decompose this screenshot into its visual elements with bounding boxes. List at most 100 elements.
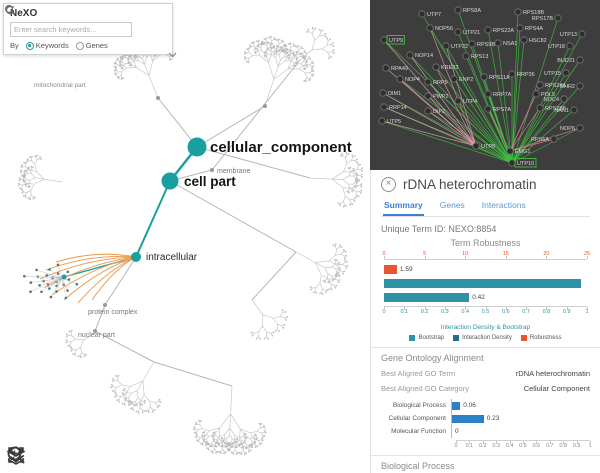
tree-term-node[interactable] xyxy=(61,274,67,280)
tree-junction-node[interactable] xyxy=(156,96,160,100)
network-node[interactable] xyxy=(472,142,480,150)
cluster-node[interactable] xyxy=(38,284,41,287)
network-node-label[interactable]: PWP2 xyxy=(433,94,449,100)
network-node-label[interactable]: UTP18 xyxy=(548,44,565,50)
network-node-label[interactable]: UTP13 xyxy=(560,32,577,38)
network-node-label[interactable]: RRP9 xyxy=(433,80,448,86)
network-node-label[interactable]: RPS22A xyxy=(493,28,514,34)
network-node-label[interactable]: RRP7A xyxy=(493,92,512,98)
cluster-node[interactable] xyxy=(67,278,71,281)
tree-term-label[interactable]: membrane xyxy=(217,168,251,175)
cluster-node[interactable] xyxy=(64,296,68,300)
tree-term-label[interactable]: nuclear part xyxy=(78,332,115,339)
tree-junction-node[interactable] xyxy=(263,104,267,108)
network-node[interactable] xyxy=(514,8,522,16)
network-node-label[interactable]: RPA49 xyxy=(391,66,408,72)
tree-junction-node[interactable] xyxy=(210,168,214,172)
tab-interactions[interactable]: Interactions xyxy=(481,200,526,210)
tree-term-label[interactable]: mitochondrial part xyxy=(34,82,86,89)
network-node[interactable] xyxy=(578,30,586,38)
network-node[interactable] xyxy=(468,40,476,48)
tree-term-node[interactable] xyxy=(187,137,207,157)
network-node[interactable] xyxy=(380,36,388,44)
network-node-label[interactable]: RPS6A xyxy=(531,137,549,143)
zoom-out-button[interactable] xyxy=(7,445,60,467)
network-node-label[interactable]: RRP36 xyxy=(517,72,535,78)
network-node[interactable] xyxy=(480,73,488,81)
network-node-label[interactable]: KRE33 xyxy=(441,65,458,71)
network-node-label[interactable]: DIM1 xyxy=(388,91,401,97)
network-node[interactable] xyxy=(562,69,570,77)
network-node[interactable] xyxy=(484,105,492,113)
network-node[interactable] xyxy=(442,42,450,50)
tab-genes[interactable]: Genes xyxy=(439,200,465,210)
cluster-node[interactable] xyxy=(23,274,26,278)
network-node-label[interactable]: NOP56 xyxy=(435,26,453,32)
tree-junction-node[interactable] xyxy=(93,329,97,333)
network-node[interactable] xyxy=(536,81,544,89)
reset-search-icon[interactable] xyxy=(5,5,166,37)
network-node-label[interactable]: RPS9B xyxy=(477,42,495,48)
network-node-label[interactable]: BUD21 xyxy=(557,58,575,64)
cluster-node[interactable] xyxy=(56,263,60,267)
network-node-label[interactable]: UTP4 xyxy=(463,99,477,105)
network-node[interactable] xyxy=(560,95,568,103)
network-node-label[interactable]: RPS28B xyxy=(545,106,566,112)
network-node-label[interactable]: UTP7 xyxy=(427,12,441,18)
network-node-label[interactable]: RPS13 xyxy=(471,54,488,60)
network-node[interactable] xyxy=(454,6,462,14)
radio-genes-circle[interactable] xyxy=(75,41,84,50)
network-node[interactable] xyxy=(379,89,387,97)
network-node-label[interactable]: NOP14 xyxy=(415,53,433,59)
network-node-label[interactable]: HSC82 xyxy=(529,38,547,44)
cluster-node[interactable] xyxy=(47,287,51,290)
network-node[interactable] xyxy=(454,97,462,105)
network-node[interactable] xyxy=(382,64,390,72)
network-node-label[interactable]: RPS18B xyxy=(523,10,544,16)
network-node-label[interactable]: POL5 xyxy=(541,92,555,98)
network-node[interactable] xyxy=(576,124,584,132)
network-node-label[interactable]: UTP8 xyxy=(481,144,495,150)
network-node-label[interactable]: NOP4 xyxy=(405,77,420,83)
network-node[interactable] xyxy=(396,75,404,83)
network-node[interactable] xyxy=(506,147,514,155)
network-node-label[interactable]: ENP2 xyxy=(459,77,473,83)
network-node[interactable] xyxy=(484,26,492,34)
network-node-label[interactable]: RPS4A xyxy=(525,26,543,32)
network-node[interactable] xyxy=(536,104,544,112)
network-node[interactable] xyxy=(454,28,462,36)
close-icon[interactable]: × xyxy=(381,177,396,192)
tree-term-node[interactable] xyxy=(161,172,179,190)
tree-term-node[interactable] xyxy=(131,252,141,262)
network-node-label[interactable]: UTP21 xyxy=(463,30,480,36)
fit-to-screen-button[interactable] xyxy=(8,445,92,467)
network-node[interactable] xyxy=(516,24,524,32)
network-node[interactable] xyxy=(576,56,584,64)
network-node[interactable] xyxy=(426,24,434,32)
tree-term-label[interactable]: cell part xyxy=(184,174,236,189)
network-node[interactable] xyxy=(418,10,426,18)
tree-term-label[interactable]: intracellular xyxy=(146,252,198,263)
network-node-label[interactable]: NOP6 xyxy=(560,126,575,132)
cluster-node[interactable] xyxy=(29,290,32,294)
network-node[interactable] xyxy=(450,75,458,83)
cluster-node[interactable] xyxy=(45,274,49,277)
tree-term-label[interactable]: cellular_component xyxy=(210,139,352,156)
network-node[interactable] xyxy=(576,82,584,90)
tree-term-label[interactable]: protein complex xyxy=(88,309,138,316)
tab-summary[interactable]: Summary xyxy=(383,197,424,216)
network-node[interactable] xyxy=(554,14,562,22)
radio-genes[interactable]: Genes xyxy=(75,41,108,50)
network-node[interactable] xyxy=(378,117,386,125)
cluster-node[interactable] xyxy=(55,290,58,293)
network-node[interactable] xyxy=(494,39,502,47)
network-node[interactable] xyxy=(380,103,388,111)
network-node[interactable] xyxy=(532,90,540,98)
network-node[interactable] xyxy=(424,78,432,86)
radio-keywords-circle[interactable] xyxy=(25,41,34,50)
network-node[interactable] xyxy=(424,92,432,100)
cluster-node[interactable] xyxy=(40,290,43,294)
